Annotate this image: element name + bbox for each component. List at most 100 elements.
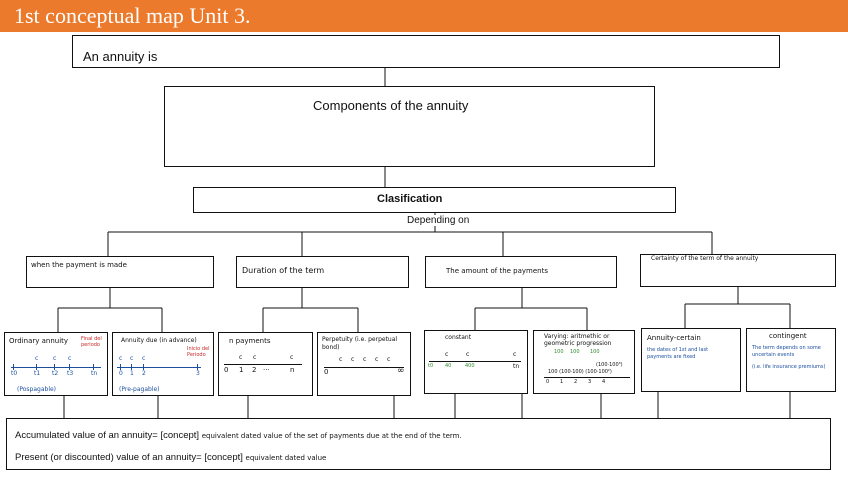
contingent-title: contingent	[769, 332, 807, 340]
ordinary-bottom: (Pospagable)	[17, 386, 57, 393]
due-tick	[143, 364, 144, 370]
page-title: 1st conceptual map Unit 3.	[14, 3, 251, 28]
due-note: Inicio del Periodo	[187, 346, 210, 358]
varying-top-1: 100	[570, 349, 580, 355]
ordinary-c-2: c	[68, 355, 72, 362]
perpetuity-t-1: ∞	[397, 366, 405, 376]
category-amount: The amount of the payments	[425, 256, 617, 288]
ordinary-tick	[93, 364, 94, 370]
components-label: Components of the annuity	[313, 98, 469, 113]
ordinary-tick	[69, 364, 70, 370]
constant-timeline	[429, 361, 521, 362]
leaf-annuity-due: Annuity due (in advance) Inicio del Peri…	[112, 332, 214, 396]
npayments-t-1: 1	[239, 366, 244, 374]
constant-t-0: t0	[428, 363, 434, 369]
npayments-c-2: c	[290, 354, 294, 361]
perpetuity-c-1: c	[351, 356, 355, 363]
constant-t-1: 40	[445, 363, 452, 369]
category-certainty-label: Certainty of the term of the annuity	[651, 255, 759, 262]
ordinary-t-1: t1	[34, 370, 41, 377]
definitions-box: Accumulated value of an annuity= [concep…	[6, 418, 831, 470]
ordinary-t-2: t2	[52, 370, 59, 377]
category-when-payment: when the payment is made	[26, 256, 214, 288]
due-tick	[120, 364, 121, 370]
varying-t-2: 2	[574, 379, 578, 385]
ordinary-title: Ordinary annuity	[9, 337, 69, 345]
category-duration: Duration of the term	[236, 256, 409, 288]
perpetuity-c-3: c	[375, 356, 379, 363]
contingent-desc: The term depends on some uncertain event…	[752, 345, 821, 358]
leaf-contingent: contingent The term depends on some unce…	[746, 328, 836, 392]
due-t-1: 1	[130, 370, 134, 377]
perpetuity-c-0: c	[339, 356, 343, 363]
due-t-0: 0	[119, 370, 123, 377]
ordinary-c-1: c	[53, 355, 57, 362]
leaf-perpetuity: Perpetuity (i.e. perpetual bond) c c c c…	[317, 332, 411, 396]
varying-timeline	[544, 377, 630, 378]
ordinary-t-3: t3	[67, 370, 74, 377]
due-timeline	[117, 367, 201, 368]
due-c-1: c	[130, 355, 134, 362]
perpetuity-c-2: c	[363, 356, 367, 363]
varying-t-4: 4	[602, 379, 606, 385]
leaf-n-payments: n payments c c c 0 1 2 ... n	[218, 332, 313, 396]
varying-title: Varying: aritmethic or geometric progres…	[544, 333, 612, 347]
varying-note: (100·100³)	[596, 362, 623, 368]
npayments-timeline	[224, 364, 302, 365]
constant-title: constant	[445, 334, 472, 341]
accumulated-handwritten: equivalent dated value of the set of pay…	[201, 432, 462, 440]
npayments-t-3: ...	[263, 364, 270, 372]
leaf-ordinary-annuity: Ordinary annuity Final del periodo c c c…	[4, 332, 108, 396]
ordinary-c-0: c	[35, 355, 39, 362]
annuity-definition-label: An annuity is	[83, 49, 158, 64]
constant-c-2: c	[513, 351, 517, 358]
varying-top-0: 100	[554, 349, 564, 355]
leaf-annuity-certain: Annuity-certain the dates of 1st and las…	[641, 328, 741, 392]
npayments-c-1: c	[253, 354, 257, 361]
npayments-c-0: c	[239, 354, 243, 361]
leaf-constant: constant c c c t0 40 400 tn	[424, 330, 528, 394]
constant-t-3: tn	[513, 363, 520, 370]
constant-c-1: c	[466, 351, 470, 358]
perpetuity-timeline	[324, 367, 404, 368]
varying-t-1: 1	[560, 379, 564, 385]
ordinary-t-0: t0	[11, 370, 18, 377]
ordinary-timeline	[11, 367, 101, 368]
certain-title: Annuity-certain	[647, 334, 701, 342]
depending-on-label: Depending on	[405, 215, 472, 226]
varying-t-3: 3	[588, 379, 592, 385]
varying-mid: 100 (100·100) (100·100²)	[548, 369, 612, 375]
due-tick	[197, 364, 198, 370]
npayments-t-4: n	[290, 366, 295, 374]
category-amount-label: The amount of the payments	[446, 267, 548, 275]
present-value-definition: Present (or discounted) value of an annu…	[15, 452, 326, 463]
due-t-3: 3	[196, 370, 200, 377]
due-t-2: 2	[142, 370, 146, 377]
ordinary-t-4: tn	[91, 370, 98, 377]
clasification-label: Clasification	[377, 193, 443, 205]
varying-t-0: 0	[546, 379, 550, 385]
ordinary-note: Final del periodo	[81, 336, 102, 348]
annuity-definition-box: An annuity is	[72, 35, 780, 68]
clasification-box: Clasification	[193, 187, 676, 213]
accumulated-value-definition: Accumulated value of an annuity= [concep…	[15, 430, 462, 441]
due-c-2: c	[142, 355, 146, 362]
npayments-title: n payments	[229, 337, 271, 345]
constant-c-0: c	[445, 351, 449, 358]
accumulated-printed: Accumulated value of an annuity= [concep…	[15, 430, 200, 441]
perpetuity-title: Perpetuity (i.e. perpetual bond)	[322, 336, 398, 351]
constant-t-2: 400	[465, 363, 475, 369]
due-title: Annuity due (in advance)	[121, 337, 197, 344]
certain-desc: the dates of 1st and last payments are f…	[647, 347, 709, 360]
due-bottom: (Pre-pagable)	[119, 386, 160, 393]
ordinary-tick	[54, 364, 55, 370]
ordinary-tick	[13, 364, 14, 370]
due-c-0: c	[119, 355, 123, 362]
varying-top-2: 100	[590, 349, 600, 355]
perpetuity-c-4: c	[387, 356, 391, 363]
leaf-varying: Varying: aritmethic or geometric progres…	[533, 330, 635, 394]
components-box: Components of the annuity	[164, 86, 655, 167]
perpetuity-t-0: 0	[324, 368, 329, 376]
npayments-t-2: 2	[252, 366, 257, 374]
